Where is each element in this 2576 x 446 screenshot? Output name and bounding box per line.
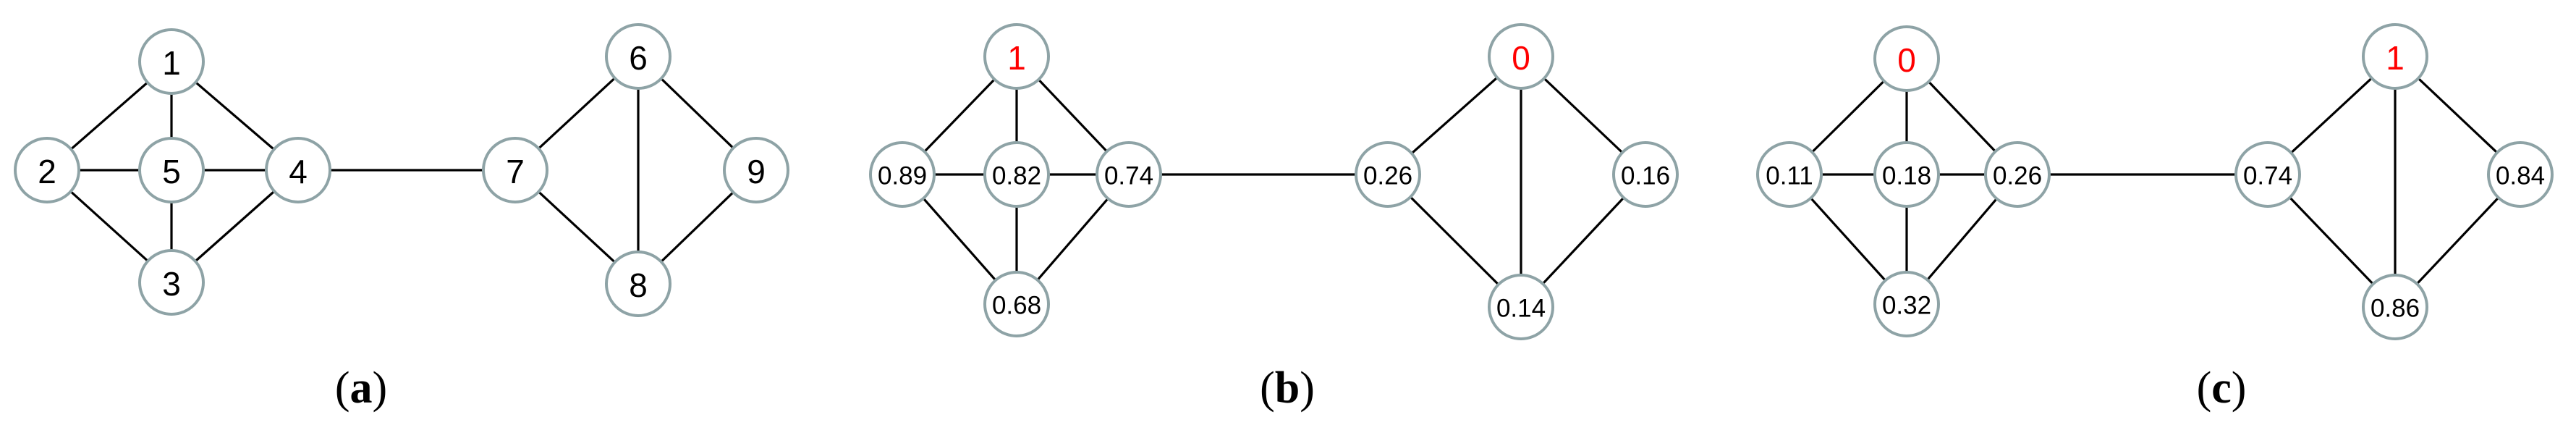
node-circle	[1984, 141, 2051, 208]
graph-node: 2	[14, 137, 80, 203]
node-label: 0.86	[2370, 295, 2420, 323]
node-circle	[1488, 23, 1554, 90]
graph-node: 0.11	[1756, 141, 1823, 208]
node-circle	[1096, 141, 1162, 208]
node-circle	[605, 23, 671, 90]
graph-node: 4	[265, 137, 331, 203]
panel-caption: (a)	[335, 363, 387, 413]
node-label: 0.16	[1621, 162, 1670, 190]
node-label: 0.89	[878, 162, 927, 190]
node-label: 6	[629, 39, 648, 77]
panel-a: 1 2 5 4 3 7 6 9 8 (a)	[14, 23, 789, 413]
graph-node: 0.68	[983, 271, 1050, 337]
node-label: 0.82	[992, 162, 1041, 190]
node-circle	[265, 137, 331, 203]
graph-node: 0.26	[1355, 141, 1421, 208]
node-circle	[138, 137, 205, 203]
graph-node: 7	[482, 137, 548, 203]
graph-node: 0	[1873, 25, 1940, 92]
panel-caption: (b)	[1260, 363, 1315, 413]
node-circle	[1873, 271, 1940, 337]
panel-caption-letter: c	[2211, 363, 2232, 413]
node-label: 1	[162, 44, 181, 82]
node-label: 8	[629, 266, 648, 304]
graph-node: 1	[2362, 23, 2428, 90]
node-label: 0.74	[1104, 162, 1153, 190]
graph-node: 0.74	[1096, 141, 1162, 208]
graph-node: 0.18	[1873, 141, 1940, 208]
graph-node: 0.84	[2487, 141, 2554, 208]
graph-node: 0.86	[2362, 274, 2428, 340]
graph-node: 0.32	[1873, 271, 1940, 337]
panel-c: 0 0.11 0.18 0.26 0.32 0.74 1 0.84 0.86 (c)	[1756, 23, 2554, 413]
node-circle	[2362, 23, 2428, 90]
graph-node: 1	[138, 28, 205, 95]
graph-node: 0.14	[1488, 274, 1554, 340]
graph-node: 8	[605, 251, 671, 317]
node-circle	[138, 249, 205, 316]
node-label: 4	[289, 153, 308, 190]
node-circle	[1612, 141, 1679, 208]
node-circle	[138, 28, 205, 95]
node-label: 1	[2386, 39, 2405, 77]
node-label: 0.84	[2496, 162, 2545, 190]
node-label: 9	[747, 153, 766, 190]
graph-node: 6	[605, 23, 671, 90]
node-circle	[2487, 141, 2554, 208]
node-circle	[1873, 141, 1940, 208]
node-label: 0	[1512, 39, 1530, 77]
graph-node: 0	[1488, 23, 1554, 90]
node-label: 3	[162, 265, 181, 303]
panel-b: 1 0.89 0.82 0.74 0.68 0.26 0 0.16 0.14 (b)	[869, 23, 1679, 413]
graph-node: 1	[983, 23, 1050, 90]
graph-node: 5	[138, 137, 205, 203]
node-label: 0.14	[1496, 295, 1546, 323]
node-label: 0.26	[1993, 162, 2042, 190]
node-circle	[1355, 141, 1421, 208]
graph-node: 9	[723, 137, 789, 203]
panel-caption: (c)	[2197, 363, 2247, 413]
node-circle	[723, 137, 789, 203]
node-circle	[983, 141, 1050, 208]
node-circle	[605, 251, 671, 317]
node-label: 5	[162, 153, 181, 190]
node-circle	[482, 137, 548, 203]
node-circle	[983, 271, 1050, 337]
node-label: 0.18	[1882, 162, 1931, 190]
node-label: 0.74	[2243, 162, 2292, 190]
node-label: 7	[506, 153, 525, 190]
node-circle	[1488, 274, 1554, 340]
node-label: 0	[1897, 41, 1916, 79]
node-label: 1	[1007, 39, 1026, 77]
node-circle	[1873, 25, 1940, 92]
graph-node: 0.16	[1612, 141, 1679, 208]
node-label: 2	[38, 153, 56, 190]
node-label: 0.68	[992, 292, 1041, 320]
node-label: 0.11	[1766, 162, 1813, 190]
node-circle	[2362, 274, 2428, 340]
panel-caption-letter: b	[1275, 363, 1300, 413]
node-circle	[983, 23, 1050, 90]
node-label: 0.26	[1363, 162, 1412, 190]
graph-node: 0.74	[2234, 141, 2301, 208]
node-circle	[869, 141, 936, 208]
graph-node: 0.26	[1984, 141, 2051, 208]
node-circle	[14, 137, 80, 203]
graph-node: 0.82	[983, 141, 1050, 208]
graph-node: 3	[138, 249, 205, 316]
panel-caption-letter: a	[350, 363, 373, 413]
node-label: 0.32	[1882, 292, 1931, 320]
graph-node: 0.89	[869, 141, 936, 208]
node-circle	[1756, 141, 1823, 208]
node-circle	[2234, 141, 2301, 208]
